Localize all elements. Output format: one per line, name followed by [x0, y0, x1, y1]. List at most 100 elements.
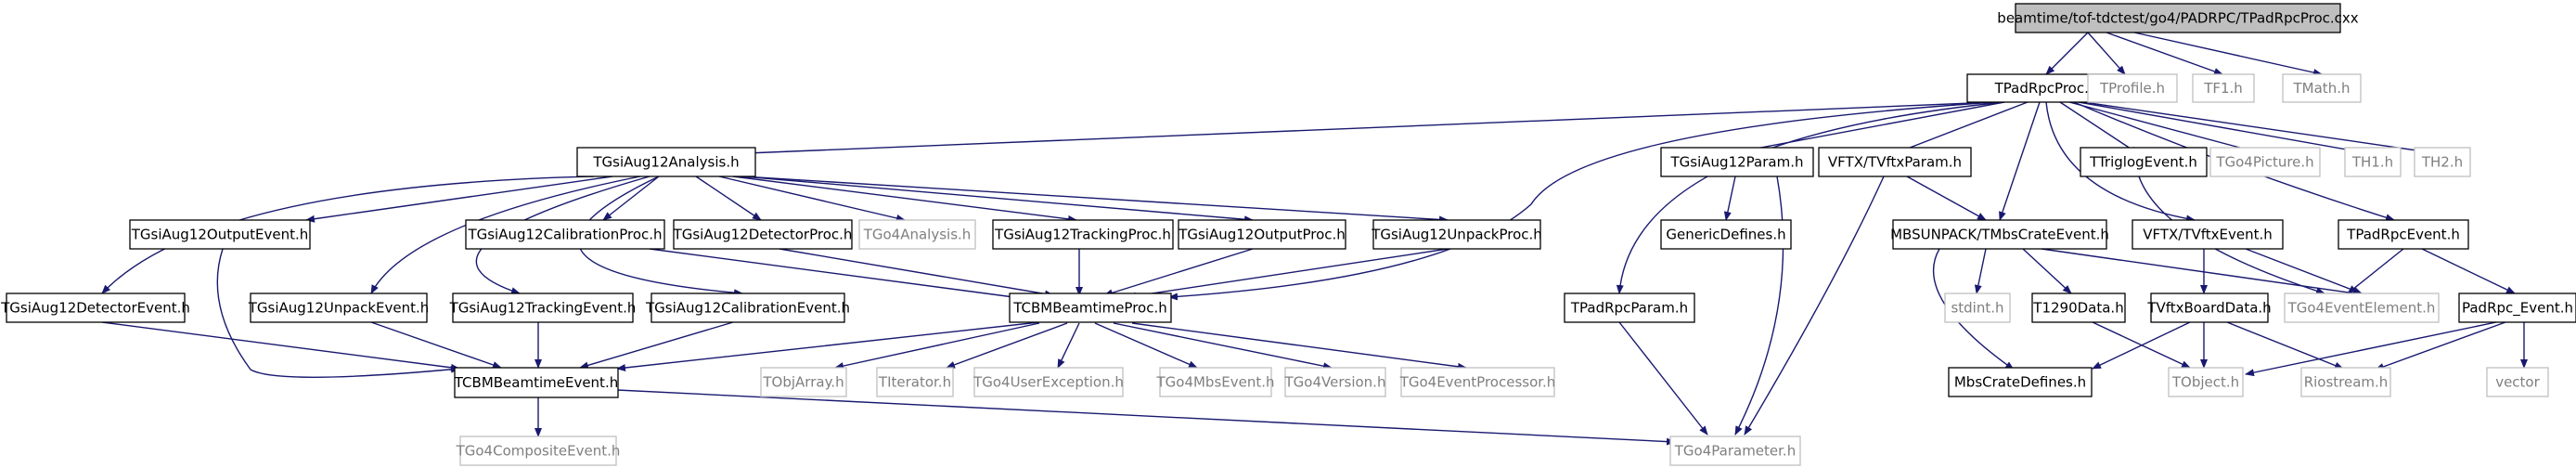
- edge-tcbmbeamtimeproc-to-tgo4userexception: [1057, 322, 1080, 369]
- node-box: [2338, 219, 2469, 250]
- node-tgo4eventelement-h[interactable]: TGo4EventElement.h: [2284, 292, 2440, 323]
- node-tprofile-h[interactable]: TProfile.h: [2087, 73, 2178, 103]
- node-tgsiaug12trackingproc-h[interactable]: TGsiAug12TrackingProc.h: [992, 219, 1174, 250]
- edge-analysis-to-tgo4analysis: [718, 176, 906, 222]
- node-riostream-h[interactable]: Riostream.h: [2300, 367, 2391, 397]
- node-tcbmbeamtimeproc-h[interactable]: TCBMBeamtimeProc.h: [1009, 292, 1172, 323]
- node-titerator-h[interactable]: TIterator.h: [876, 367, 954, 397]
- node-t1290data-h[interactable]: T1290Data.h: [2031, 292, 2126, 323]
- node-tgo4mbsevent-h[interactable]: TGo4MbsEvent.h: [1155, 367, 1275, 397]
- node-label: TGo4UserException.h: [972, 374, 1124, 391]
- node-label: TVftxBoardData.h: [2146, 300, 2271, 317]
- node-tpadrpcevent-h[interactable]: TPadRpcEvent.h: [2338, 219, 2469, 250]
- edge-tmbscrateevent-to-mbscratedefines: [1932, 248, 2015, 370]
- edge-padrpc-event-to-riostream: [2375, 321, 2506, 370]
- node-label: TGo4Picture.h: [2215, 154, 2313, 171]
- edge-tpadrpcproc-to-th1: [2078, 101, 2374, 157]
- edge-tpadrpcproc-to-th2: [2082, 101, 2443, 157]
- edge-unpackproc-to-tcbmbeamtimeproc: [1127, 248, 1449, 300]
- node-stdint-h[interactable]: stdint.h: [1944, 292, 2011, 323]
- node-label: TH2.h: [2421, 154, 2463, 171]
- node-label: TPadRpcEvent.h: [2346, 227, 2460, 243]
- edge-tpadrpcproc-to-tgo4picture: [2068, 101, 2265, 156]
- edge-tgsiaug12param-to-genericdefines: [1723, 176, 1736, 221]
- node-box: [1818, 147, 1972, 177]
- node-box: [1400, 367, 1555, 397]
- node-label: TGo4Analysis.h: [863, 227, 972, 243]
- node-tpadrpcparam-h[interactable]: TPadRpcParam.h: [1564, 292, 1695, 323]
- node-label: TGsiAug12Analysis.h: [592, 154, 739, 171]
- node-tgsiaug12outputevent-h[interactable]: TGsiAug12OutputEvent.h: [129, 219, 311, 250]
- node-tgo4compositeevent-h[interactable]: TGo4CompositeEvent.h: [456, 436, 621, 466]
- node-tgsiaug12calibrationproc-h[interactable]: TGsiAug12CalibrationProc.h: [465, 219, 665, 250]
- node-mbsunpack-tmbscrateevent-h[interactable]: MBSUNPACK/TMbsCrateEvent.h: [1890, 219, 2109, 250]
- node-tgsiaug12param-h[interactable]: TGsiAug12Param.h: [1660, 147, 1814, 177]
- node-tgo4parameter-h[interactable]: TGo4Parameter.h: [1669, 436, 1801, 466]
- edge-root-to-tf1: [2106, 32, 2223, 75]
- node-tgsiaug12trackingevent-h[interactable]: TGsiAug12TrackingEvent.h: [449, 292, 637, 323]
- node-vftx-tvftxevent-h[interactable]: VFTX/TVftxEvent.h: [2132, 219, 2284, 250]
- edge-vftxparam-to-tmbscrateevent: [1906, 176, 1987, 221]
- node-tgo4version-h[interactable]: TGo4Version.h: [1284, 367, 1386, 397]
- edge-tmbscrateevent-to-t1290data: [2022, 248, 2072, 294]
- node-tcbmbeamtimeevent-h[interactable]: TCBMBeamtimeEvent.h: [454, 367, 619, 398]
- edge-analysis-to-detectorevent: [101, 176, 595, 294]
- edge-analysis-to-calibrationproc: [602, 176, 660, 221]
- node-ttriglogevent-h[interactable]: TTriglogEvent.h: [2080, 147, 2208, 177]
- edge-tpadrpcparam-to-tgo4parameter: [1618, 321, 1708, 436]
- node-mbscratedefines-h[interactable]: MbsCrateDefines.h: [1948, 367, 2093, 397]
- node-label: MBSUNPACK/TMbsCrateEvent.h: [1890, 227, 2109, 243]
- edge-analysis-to-outputevent: [305, 176, 613, 223]
- node-box: [2414, 147, 2471, 177]
- edge-tcbmbeamtimeproc-to-tcbmbeamtimeevent: [616, 321, 1040, 371]
- node-tgsiaug12unpackproc-h[interactable]: TGsiAug12UnpackProc.h: [1371, 219, 1542, 250]
- node-th1-h[interactable]: TH1.h: [2344, 147, 2402, 177]
- node-label: GenericDefines.h: [1666, 227, 1785, 243]
- node-box: [2282, 73, 2362, 103]
- node-label: TGsiAug12OutputEvent.h: [131, 227, 309, 243]
- node-tgo4analysis-h[interactable]: TGo4Analysis.h: [858, 219, 976, 250]
- node-tmath-h[interactable]: TMath.h: [2282, 73, 2362, 103]
- edge-tcbmbeamtimeproc-to-tobjarray: [834, 322, 1040, 370]
- node-tobjarray-h[interactable]: TObjArray.h: [760, 367, 847, 397]
- node-tgsiaug12unpackevent-h[interactable]: TGsiAug12UnpackEvent.h: [248, 292, 430, 323]
- node-box: [1944, 292, 2011, 323]
- node-tvftxboarddata-h[interactable]: TVftxBoardData.h: [2146, 292, 2272, 323]
- edge-vftxparam-to-tgo4parameter: [1744, 176, 1885, 436]
- node-th2-h[interactable]: TH2.h: [2414, 147, 2471, 177]
- node-vector[interactable]: vector: [2486, 367, 2549, 397]
- node-tgsiaug12calibrationevent-h[interactable]: TGsiAug12CalibrationEvent.h: [645, 292, 850, 323]
- node-label: TGo4Version.h: [1284, 374, 1386, 391]
- node-label: TCBMBeamtimeProc.h: [1012, 300, 1167, 317]
- node-genericdefines-h[interactable]: GenericDefines.h: [1660, 219, 1792, 250]
- node-box: [2300, 367, 2391, 397]
- node-padrpc-event-h[interactable]: PadRpc_Event.h: [2458, 292, 2576, 323]
- node-tgsiaug12detectorproc-h[interactable]: TGsiAug12DetectorProc.h: [673, 219, 853, 250]
- node-tgo4picture-h[interactable]: TGo4Picture.h: [2209, 147, 2321, 177]
- node-tgsiaug12outputproc-h[interactable]: TGsiAug12OutputProc.h: [1178, 219, 1346, 250]
- node-label: TObjArray.h: [762, 374, 844, 391]
- node-label: Riostream.h: [2304, 374, 2389, 391]
- node-vftx-tvftxparam-h[interactable]: VFTX/TVftxParam.h: [1818, 147, 1972, 177]
- node-tgsiaug12detectorevent-h[interactable]: TGsiAug12DetectorEvent.h: [0, 292, 190, 323]
- node-label: TGo4EventElement.h: [2287, 300, 2436, 317]
- node-tgsiaug12analysis-h[interactable]: TGsiAug12Analysis.h: [576, 147, 756, 177]
- node-tobject-h[interactable]: TObject.h: [2168, 367, 2244, 397]
- edge-detectorproc-to-tcbmbeamtimeproc: [779, 248, 1054, 298]
- node-box: [6, 292, 186, 323]
- node-label: VFTX/TVftxEvent.h: [2143, 227, 2273, 243]
- edge-tpadrpcevent-to-tgo4eventelement: [2347, 248, 2404, 294]
- node-box: [2284, 292, 2440, 323]
- edge-tpadrpcevent-to-padrpc-event: [2421, 248, 2516, 294]
- node-tgo4eventprocessor-h[interactable]: TGo4EventProcessor.h: [1399, 367, 1556, 397]
- edge-tpadrpcproc-to-tmbscrateevent: [1999, 101, 2041, 221]
- node-label: TTriglogEvent.h: [2089, 154, 2197, 171]
- node-tgo4userexception-h[interactable]: TGo4UserException.h: [972, 367, 1124, 397]
- node-box: [2080, 147, 2208, 177]
- node-label: TCBMBeamtimeEvent.h: [454, 374, 618, 391]
- node-box: [2192, 73, 2255, 103]
- node-box: [1660, 219, 1792, 250]
- node-tf1-h[interactable]: TF1.h: [2192, 73, 2255, 103]
- node-label: TGsiAug12DetectorEvent.h: [0, 300, 190, 317]
- node-label: TGsiAug12UnpackProc.h: [1371, 227, 1542, 243]
